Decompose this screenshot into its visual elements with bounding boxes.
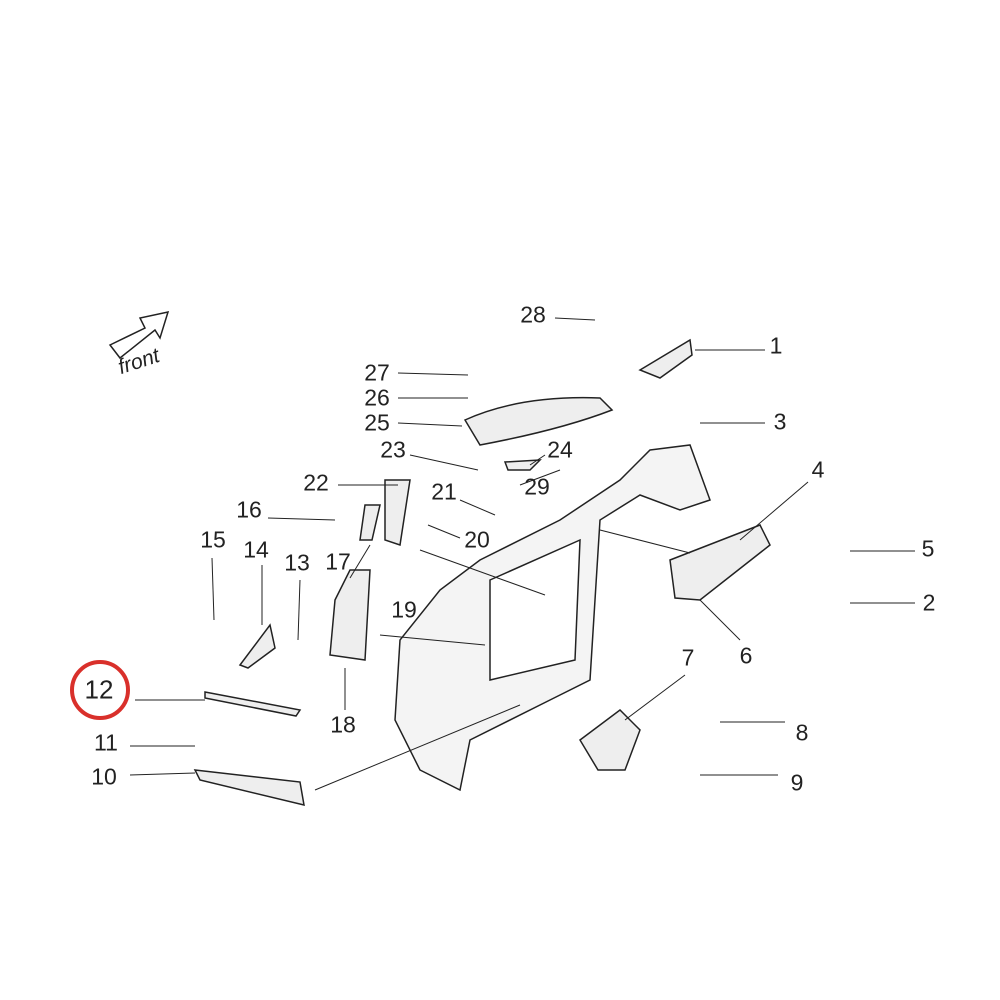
part-label-5[interactable]: 5	[921, 535, 935, 562]
part-label-18[interactable]: 18	[330, 711, 356, 738]
part-label-28[interactable]: 28	[520, 301, 546, 328]
part-label-13[interactable]: 13	[284, 549, 310, 576]
part-label-24[interactable]: 24	[547, 436, 573, 463]
part-label-16[interactable]: 16	[236, 496, 262, 523]
part-label-17[interactable]: 17	[325, 548, 351, 575]
part-label-1[interactable]: 1	[769, 332, 783, 359]
part-label-8[interactable]: 8	[795, 719, 809, 746]
leader-lines	[129, 317, 915, 791]
part-label-3[interactable]: 3	[773, 408, 787, 435]
main-frame	[394, 444, 711, 792]
part-label-15[interactable]: 15	[200, 526, 226, 553]
part-label-20[interactable]: 20	[464, 526, 490, 553]
part-label-22[interactable]: 22	[303, 469, 329, 496]
part-label-10[interactable]: 10	[91, 763, 117, 790]
part-label-29[interactable]: 29	[524, 473, 550, 500]
highlight-circle	[70, 660, 130, 720]
part-label-23[interactable]: 23	[380, 436, 406, 463]
part-label-9[interactable]: 9	[790, 769, 804, 796]
part-label-11[interactable]: 11	[94, 729, 118, 756]
part-label-26[interactable]: 26	[364, 384, 390, 411]
part-label-19[interactable]: 19	[391, 596, 417, 623]
part-label-27[interactable]: 27	[364, 359, 390, 386]
part-label-2[interactable]: 2	[922, 589, 936, 616]
part-label-25[interactable]: 25	[364, 409, 390, 436]
part-label-21[interactable]: 21	[431, 478, 457, 505]
part-label-7[interactable]: 7	[681, 644, 695, 671]
part-label-12[interactable]: 12	[84, 674, 114, 705]
part-label-14[interactable]: 14	[243, 536, 269, 563]
part-label-4[interactable]: 4	[811, 456, 825, 483]
front-arrow-icon	[108, 310, 170, 360]
part-label-6[interactable]: 6	[739, 642, 753, 669]
parts-shapes	[193, 338, 771, 806]
